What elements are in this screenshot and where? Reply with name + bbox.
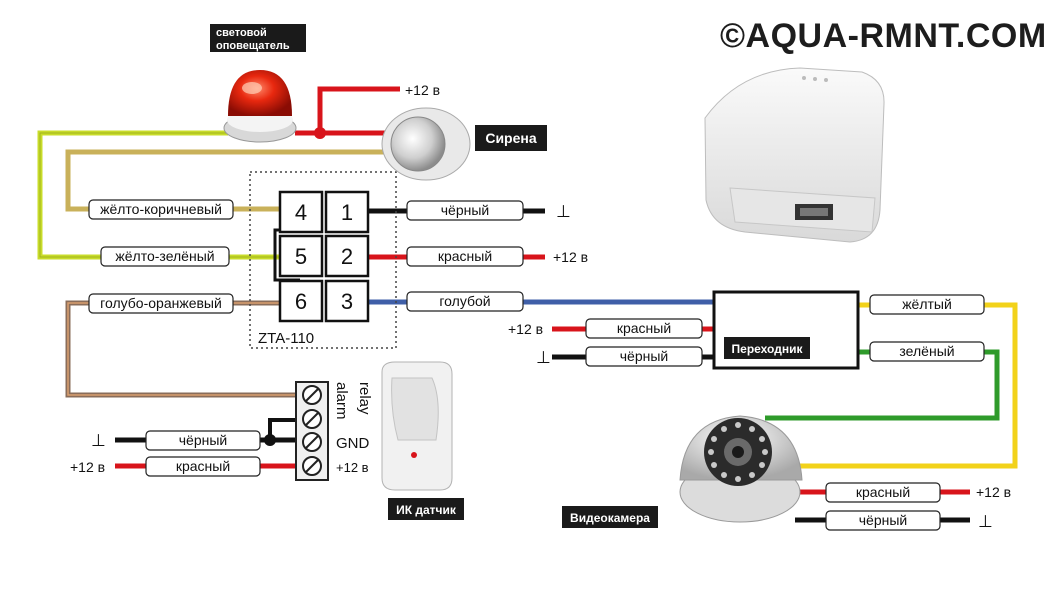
label-yellow-brown: жёлто-коричневый [100, 201, 222, 217]
sensor-terminal-gnd: GND [336, 435, 370, 452]
terminal-1: 1 [341, 200, 353, 225]
light-indicator-label-bg [210, 24, 306, 52]
label-sensor-red: красный [176, 458, 230, 474]
label-green: зелёный [899, 343, 954, 359]
label-yellow: жёлтый [902, 296, 952, 312]
terminal-2: 2 [341, 244, 353, 269]
label-camera-red: красный [856, 484, 910, 500]
adapter-label: Переходник [732, 342, 804, 356]
plus12-camera: +12 в [976, 484, 1011, 500]
plus12-adapter: +12 в [508, 321, 543, 337]
camera: Видеокамера [562, 415, 803, 528]
label-t2-red: красный [438, 248, 492, 264]
siren-label: Сирена [485, 130, 537, 146]
ir-sensor-label: ИК датчик [396, 503, 457, 517]
label-adapter-red: красный [617, 320, 671, 336]
sensor-terminal-alarm: alarm [333, 382, 350, 420]
wire-red-siren [295, 86, 400, 136]
ground-camera: ⊥ [978, 512, 993, 531]
label-blue-orange: голубо-оранжевый [100, 295, 222, 311]
watermark: ©AQUA-RMNT.COM [720, 17, 1047, 55]
label-yellow-green: жёлто-зелёный [115, 248, 214, 264]
plus12-siren: +12 в [405, 82, 440, 98]
label-adapter-black: чёрный [620, 348, 668, 364]
plus12-sensor: +12 в [70, 459, 105, 475]
label-t3-blue: голубой [439, 293, 490, 309]
terminal-5: 5 [295, 244, 307, 269]
module-name: ZTA-110 [258, 330, 314, 347]
label-sensor-black: чёрный [179, 432, 227, 448]
sensor-terminal-plus12: +12 в [336, 460, 369, 475]
wire-labels: жёлто-коричневый жёлто-зелёный голубо-ор… [88, 199, 985, 531]
terminal-6: 6 [295, 289, 307, 314]
sensor-terminal-relay: relay [356, 382, 373, 415]
label-t1-black: чёрный [441, 202, 489, 218]
adapter: Переходник [712, 290, 860, 370]
sensor-terminal-block: relay alarm GND +12 в [295, 381, 373, 481]
gsm-box [704, 67, 885, 243]
light-indicator-label-line2: оповещатель [216, 40, 290, 52]
terminal-4: 4 [295, 200, 307, 225]
plus12-t2: +12 в [553, 249, 588, 265]
terminal-3: 3 [341, 289, 353, 314]
power-labels: +12 в ⊥ +12 в +12 в ⊥ +12 в ⊥ ⊥ +12 в [70, 82, 1011, 531]
siren: Сирена [381, 107, 547, 181]
camera-label: Видеокамера [570, 511, 650, 525]
ground-t1: ⊥ [556, 202, 571, 221]
light-indicator: световой оповещатель [210, 24, 306, 143]
label-camera-black: чёрный [859, 512, 907, 528]
light-indicator-label-line1: световой [216, 27, 267, 39]
wire-blue-orange [65, 300, 305, 398]
zta-module: 4 1 5 2 6 3 ZTA-110 [249, 171, 397, 349]
ground-sensor: ⊥ [91, 431, 106, 450]
ground-adapter: ⊥ [536, 348, 551, 367]
ir-sensor: ИК датчик [381, 361, 464, 520]
